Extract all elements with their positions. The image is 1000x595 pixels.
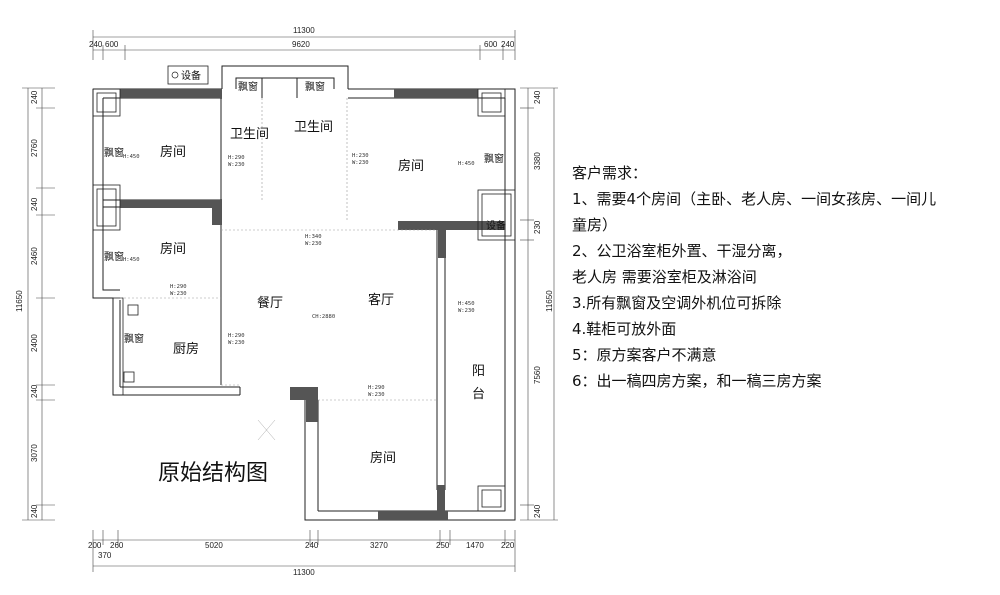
bay-label-2: 飘窗 xyxy=(305,80,325,93)
equipment-top-icon xyxy=(171,71,179,79)
dim-left-d8: 240 xyxy=(30,504,39,518)
kitchen-label: 厨房 xyxy=(173,341,199,357)
hw2-w: W:230 xyxy=(352,160,369,166)
top-dimensions xyxy=(92,30,516,60)
requirement-5: 5：原方案客户不满意 xyxy=(572,346,717,364)
hw4-w: W:230 xyxy=(170,291,187,297)
dim-left-d7: 3070 xyxy=(30,444,39,462)
dim-left-total: 11650 xyxy=(15,290,24,312)
hw5-w: W:230 xyxy=(228,340,245,346)
hw6-h: H:450 xyxy=(458,301,475,307)
requirement-2b: 老人房 需要浴室柜及淋浴间 xyxy=(572,268,757,286)
dim-top-left-a: 240 xyxy=(89,40,103,49)
dim-top-left-b: 600 xyxy=(105,40,119,49)
room-label-4: 房间 xyxy=(370,450,396,466)
structural-walls xyxy=(120,89,505,520)
h450-c: H:450 xyxy=(458,161,475,167)
client-requirements: 客户需求： 1、需要4个房间（主卧、老人房、一间女孩房、一间儿 童房） 2、公卫… xyxy=(572,160,992,394)
door-swing xyxy=(257,419,276,441)
dim-right-d1: 240 xyxy=(533,90,542,104)
requirement-6: 6：出一稿四房方案，和一稿三房方案 xyxy=(572,372,822,390)
dim-right-total: 11650 xyxy=(545,290,554,312)
bay-label-6: 飘窗 xyxy=(124,332,144,345)
dim-left-d4: 2460 xyxy=(30,247,39,265)
dim-left-d3: 240 xyxy=(30,197,39,211)
bottom-dimensions xyxy=(92,530,516,572)
bay-label-4: 飘窗 xyxy=(104,250,124,263)
hw6-w: W:230 xyxy=(458,308,475,314)
floor-plan: 11300 240 600 9620 600 240 200 260 370 5… xyxy=(15,26,558,577)
dim-right-d5: 240 xyxy=(533,504,542,518)
room-label-3: 房间 xyxy=(398,158,424,174)
dim-bottom-s1: 200 xyxy=(88,541,102,550)
requirement-1b: 童房） xyxy=(572,216,618,234)
hw1-h: H:290 xyxy=(228,155,245,161)
right-dimensions xyxy=(520,87,558,521)
hw3-h: H:340 xyxy=(305,234,322,240)
dim-right-d2: 3380 xyxy=(533,152,542,170)
h450-b: H:450 xyxy=(123,257,140,263)
room-label-1: 房间 xyxy=(160,144,186,160)
bay-label-1: 飘窗 xyxy=(238,80,258,93)
diagram-title: 原始结构图 xyxy=(158,461,268,486)
bay-frames xyxy=(92,88,516,512)
hw7-w: W:230 xyxy=(368,392,385,398)
dashed-partitions xyxy=(120,98,437,401)
dim-bottom-s3: 370 xyxy=(98,551,112,560)
dim-bottom-s7: 250 xyxy=(436,541,450,550)
bay-label-5: 飘窗 xyxy=(484,152,504,165)
hw3-w: W:230 xyxy=(305,241,322,247)
dim-right-d3: 230 xyxy=(533,220,542,234)
requirement-3: 3.所有飘窗及空调外机位可拆除 xyxy=(572,294,782,312)
dim-right-d4: 7560 xyxy=(533,366,542,384)
dim-left-d6: 240 xyxy=(30,384,39,398)
dim-bottom-s9: 220 xyxy=(501,541,515,550)
dim-bottom-total: 11300 xyxy=(293,568,315,577)
room-label-2: 房间 xyxy=(160,241,186,257)
bay-label-3: 飘窗 xyxy=(104,146,124,159)
hw4-h: H:290 xyxy=(170,284,187,290)
requirement-2a: 2、公卫浴室柜外置、干湿分离， xyxy=(572,242,792,260)
equipment-right-label: 设备 xyxy=(486,219,506,232)
dim-bottom-s4: 5020 xyxy=(205,541,223,550)
dim-bottom-s8: 1470 xyxy=(466,541,484,550)
requirements-heading: 客户需求： xyxy=(572,164,648,182)
living-label: 客厅 xyxy=(368,292,394,308)
dim-top-right-a: 600 xyxy=(484,40,498,49)
requirement-1a: 1、需要4个房间（主卧、老人房、一间女孩房、一间儿 xyxy=(572,190,937,208)
dim-top-total: 11300 xyxy=(293,26,315,35)
equipment-top xyxy=(167,65,209,85)
hw5-h: H:290 xyxy=(228,333,245,339)
balcony-label-2: 台 xyxy=(472,387,485,402)
equipment-top-label: 设备 xyxy=(181,69,201,82)
balcony-label-1: 阳 xyxy=(472,364,485,379)
bathroom-label-1: 卫生间 xyxy=(230,127,269,142)
dim-top-middle: 9620 xyxy=(292,40,310,49)
requirement-4: 4.鞋柜可放外面 xyxy=(572,320,677,338)
left-dimensions xyxy=(22,87,55,521)
bathroom-label-2: 卫生间 xyxy=(294,120,333,135)
dim-bottom-s5: 240 xyxy=(305,541,319,550)
hw7-h: H:290 xyxy=(368,385,385,391)
dining-label: 餐厅 xyxy=(257,295,283,311)
dim-left-d5: 2400 xyxy=(30,334,39,352)
hw2-h: H:230 xyxy=(352,153,369,159)
ceiling-height: CH:2880 xyxy=(312,314,335,320)
dim-bottom-s6: 3270 xyxy=(370,541,388,550)
dim-left-d1: 240 xyxy=(30,90,39,104)
dim-bottom-s2: 260 xyxy=(110,541,124,550)
dim-left-d2: 2760 xyxy=(30,139,39,157)
h450-a: H:450 xyxy=(123,154,140,160)
hw1-w: W:230 xyxy=(228,162,245,168)
dim-top-right-b: 240 xyxy=(501,40,515,49)
